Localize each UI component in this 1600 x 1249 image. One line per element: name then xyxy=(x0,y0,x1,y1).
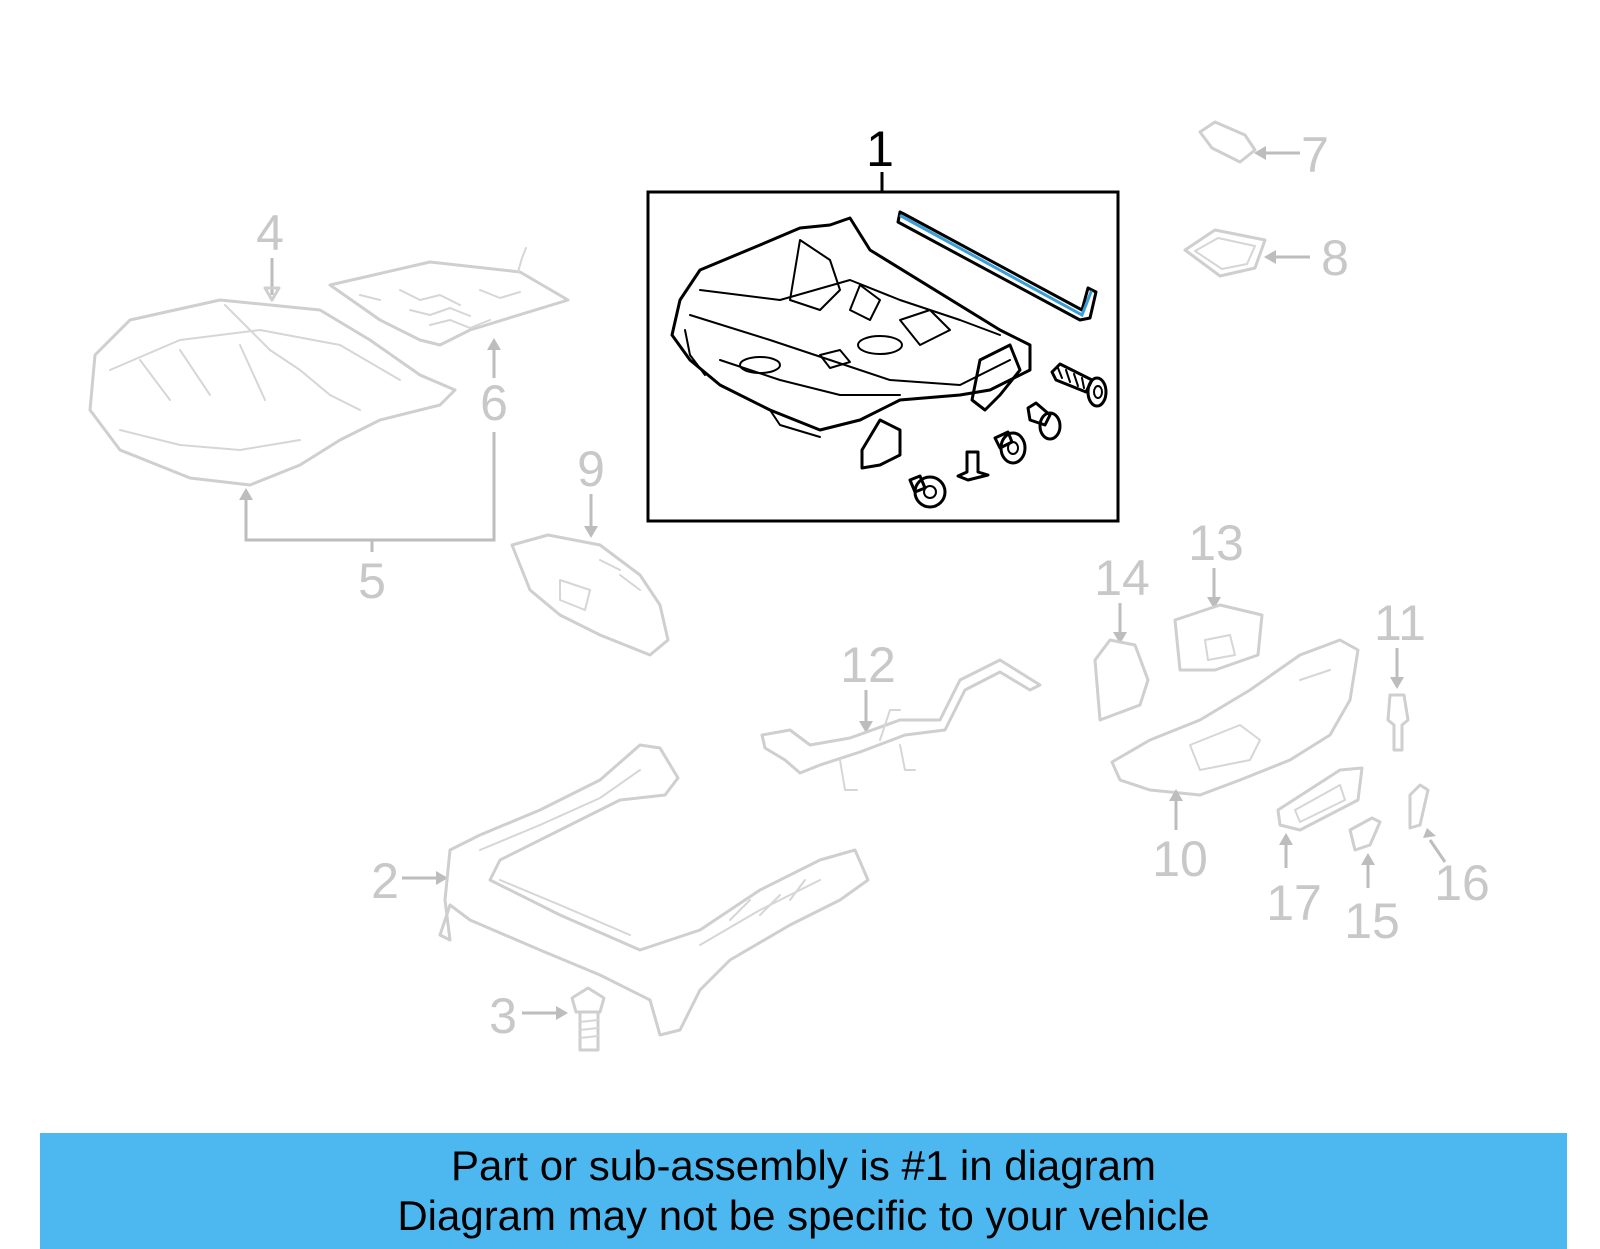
part-9-cover-group: 9 xyxy=(510,441,670,657)
side-shield xyxy=(1110,638,1360,797)
callout-4-arrowhead xyxy=(263,286,281,302)
part-15-group: 15 xyxy=(1344,816,1400,949)
seat-frame-drawing xyxy=(670,216,1032,470)
callout-10-arrowhead xyxy=(1169,789,1183,801)
seat-cover-trim xyxy=(510,533,670,657)
seat-track-frame xyxy=(438,743,870,1037)
seat-rod-outline xyxy=(896,210,1098,322)
callout-13-arrowhead xyxy=(1207,597,1221,609)
callout-13: 13 xyxy=(1188,515,1244,571)
callout-3: 3 xyxy=(489,988,517,1044)
info-banner: Part or sub-assembly is #1 in diagram Di… xyxy=(40,1133,1567,1249)
callout-5-bracket xyxy=(244,432,496,542)
part-4-cushion-group: 4 xyxy=(88,205,457,487)
part-15-cap xyxy=(1348,816,1382,852)
callout-17-arrowhead xyxy=(1279,833,1293,845)
callout-17: 17 xyxy=(1266,875,1322,931)
part-1-seat-frame-group: 1 xyxy=(646,121,1120,523)
part-13-switch-group: 13 xyxy=(1173,515,1264,672)
callout-2: 2 xyxy=(371,853,399,909)
part-1-frame-box xyxy=(646,190,1120,523)
part-7-clip xyxy=(1198,120,1257,164)
part-8-group: 8 xyxy=(1183,228,1349,286)
part-10-shield-group: 10 xyxy=(1110,638,1360,887)
seat-cushion-pad xyxy=(88,298,457,487)
callout-11: 11 xyxy=(1374,595,1426,651)
callout-3-arrowhead xyxy=(556,1006,568,1020)
callout-14: 14 xyxy=(1094,550,1150,606)
banner-line-part-number: Part or sub-assembly is #1 in diagram xyxy=(451,1142,1156,1189)
callout-15: 15 xyxy=(1344,893,1400,949)
callout-15-arrowhead xyxy=(1361,853,1375,865)
callout-9-arrowhead xyxy=(584,526,598,538)
callout-5: 5 xyxy=(358,553,386,609)
part-7-group: 7 xyxy=(1198,120,1329,183)
part-17-group: 17 xyxy=(1266,766,1364,931)
callout-7: 7 xyxy=(1301,127,1329,183)
callout-10: 10 xyxy=(1152,831,1208,887)
banner-line-disclaimer: Diagram may not be specific to your vehi… xyxy=(397,1192,1210,1239)
part-17-bezel xyxy=(1276,766,1364,832)
callout-14-arrowhead xyxy=(1113,632,1127,644)
callout-11-arrowhead xyxy=(1390,677,1404,689)
part-3-bolt-group: 3 xyxy=(489,986,606,1052)
callout-1: 1 xyxy=(866,121,894,177)
part-14-bracket xyxy=(1093,638,1150,722)
seat-rod-highlight xyxy=(899,214,1093,318)
callout-7-arrowhead xyxy=(1254,146,1266,160)
part-14-group: 14 xyxy=(1093,550,1150,722)
callout-9: 9 xyxy=(577,441,605,497)
part-8-pad xyxy=(1183,228,1267,278)
callout-16-arrowhead xyxy=(1423,828,1436,838)
callout-4: 4 xyxy=(256,205,284,261)
callout-12-arrowhead xyxy=(859,721,873,733)
wiring-harness xyxy=(760,658,1042,775)
callout-12: 12 xyxy=(840,637,896,693)
seat-switch xyxy=(1173,603,1264,672)
part-6-heater-group: 6 5 xyxy=(239,247,570,609)
seat-heater-element xyxy=(328,260,570,347)
callout-16-leader xyxy=(1428,839,1447,863)
push-clip xyxy=(1386,693,1410,752)
part-16-knob xyxy=(1408,783,1430,830)
callout-8-arrowhead xyxy=(1264,250,1276,264)
part-16-group: 16 xyxy=(1408,783,1490,911)
bolt-head xyxy=(570,986,606,1014)
part-12-harness-group: 12 xyxy=(760,637,1042,791)
callout-6: 6 xyxy=(480,375,508,431)
callout-2-arrowhead xyxy=(436,871,448,885)
bolt-shank xyxy=(578,1010,600,1052)
callout-8: 8 xyxy=(1321,230,1349,286)
part-2-track-group: 2 xyxy=(371,743,870,1037)
callout-5-arrowhead xyxy=(239,488,253,500)
fastener-set xyxy=(908,362,1108,509)
part-11-clip-group: 11 xyxy=(1374,595,1426,752)
callout-6-arrowhead xyxy=(487,338,501,350)
callout-16: 16 xyxy=(1434,855,1490,911)
